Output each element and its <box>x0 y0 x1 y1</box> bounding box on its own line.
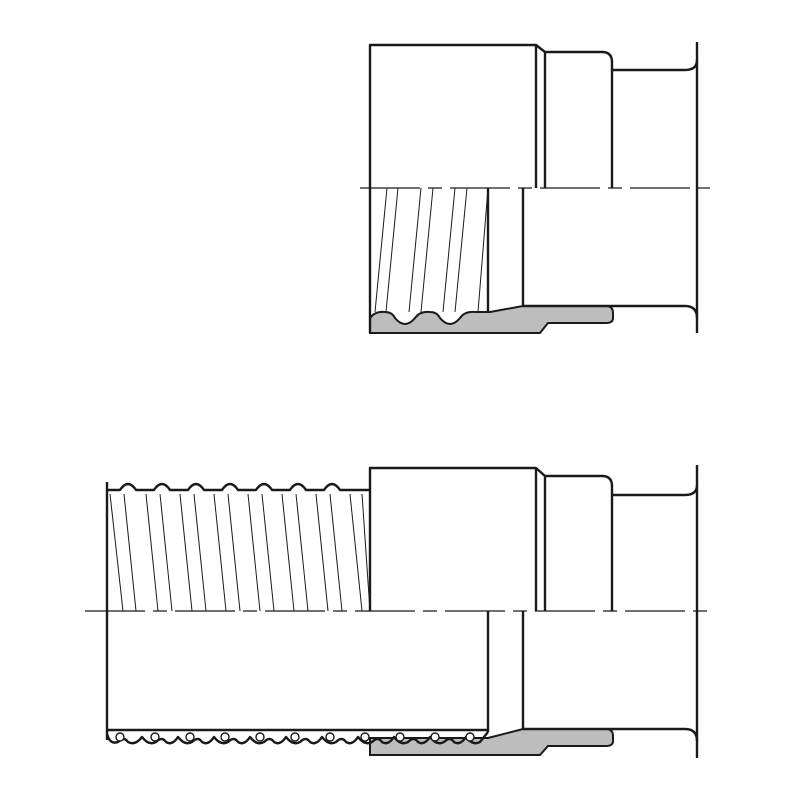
hose-wire-circles <box>115 732 475 742</box>
bore-line-2 <box>523 727 699 742</box>
fitting-top-view <box>360 42 710 334</box>
hose-corrugation-top <box>107 482 370 492</box>
hose-corrugation-bottom <box>105 728 489 745</box>
fitting-outline-top <box>368 43 699 333</box>
fitting-outline-bottom <box>368 466 699 611</box>
fitting-with-hose-view <box>85 465 710 758</box>
bore-line <box>523 304 699 319</box>
internal-threads <box>374 187 489 313</box>
hose-threads <box>109 493 371 612</box>
fitting-section-gray <box>369 305 614 334</box>
